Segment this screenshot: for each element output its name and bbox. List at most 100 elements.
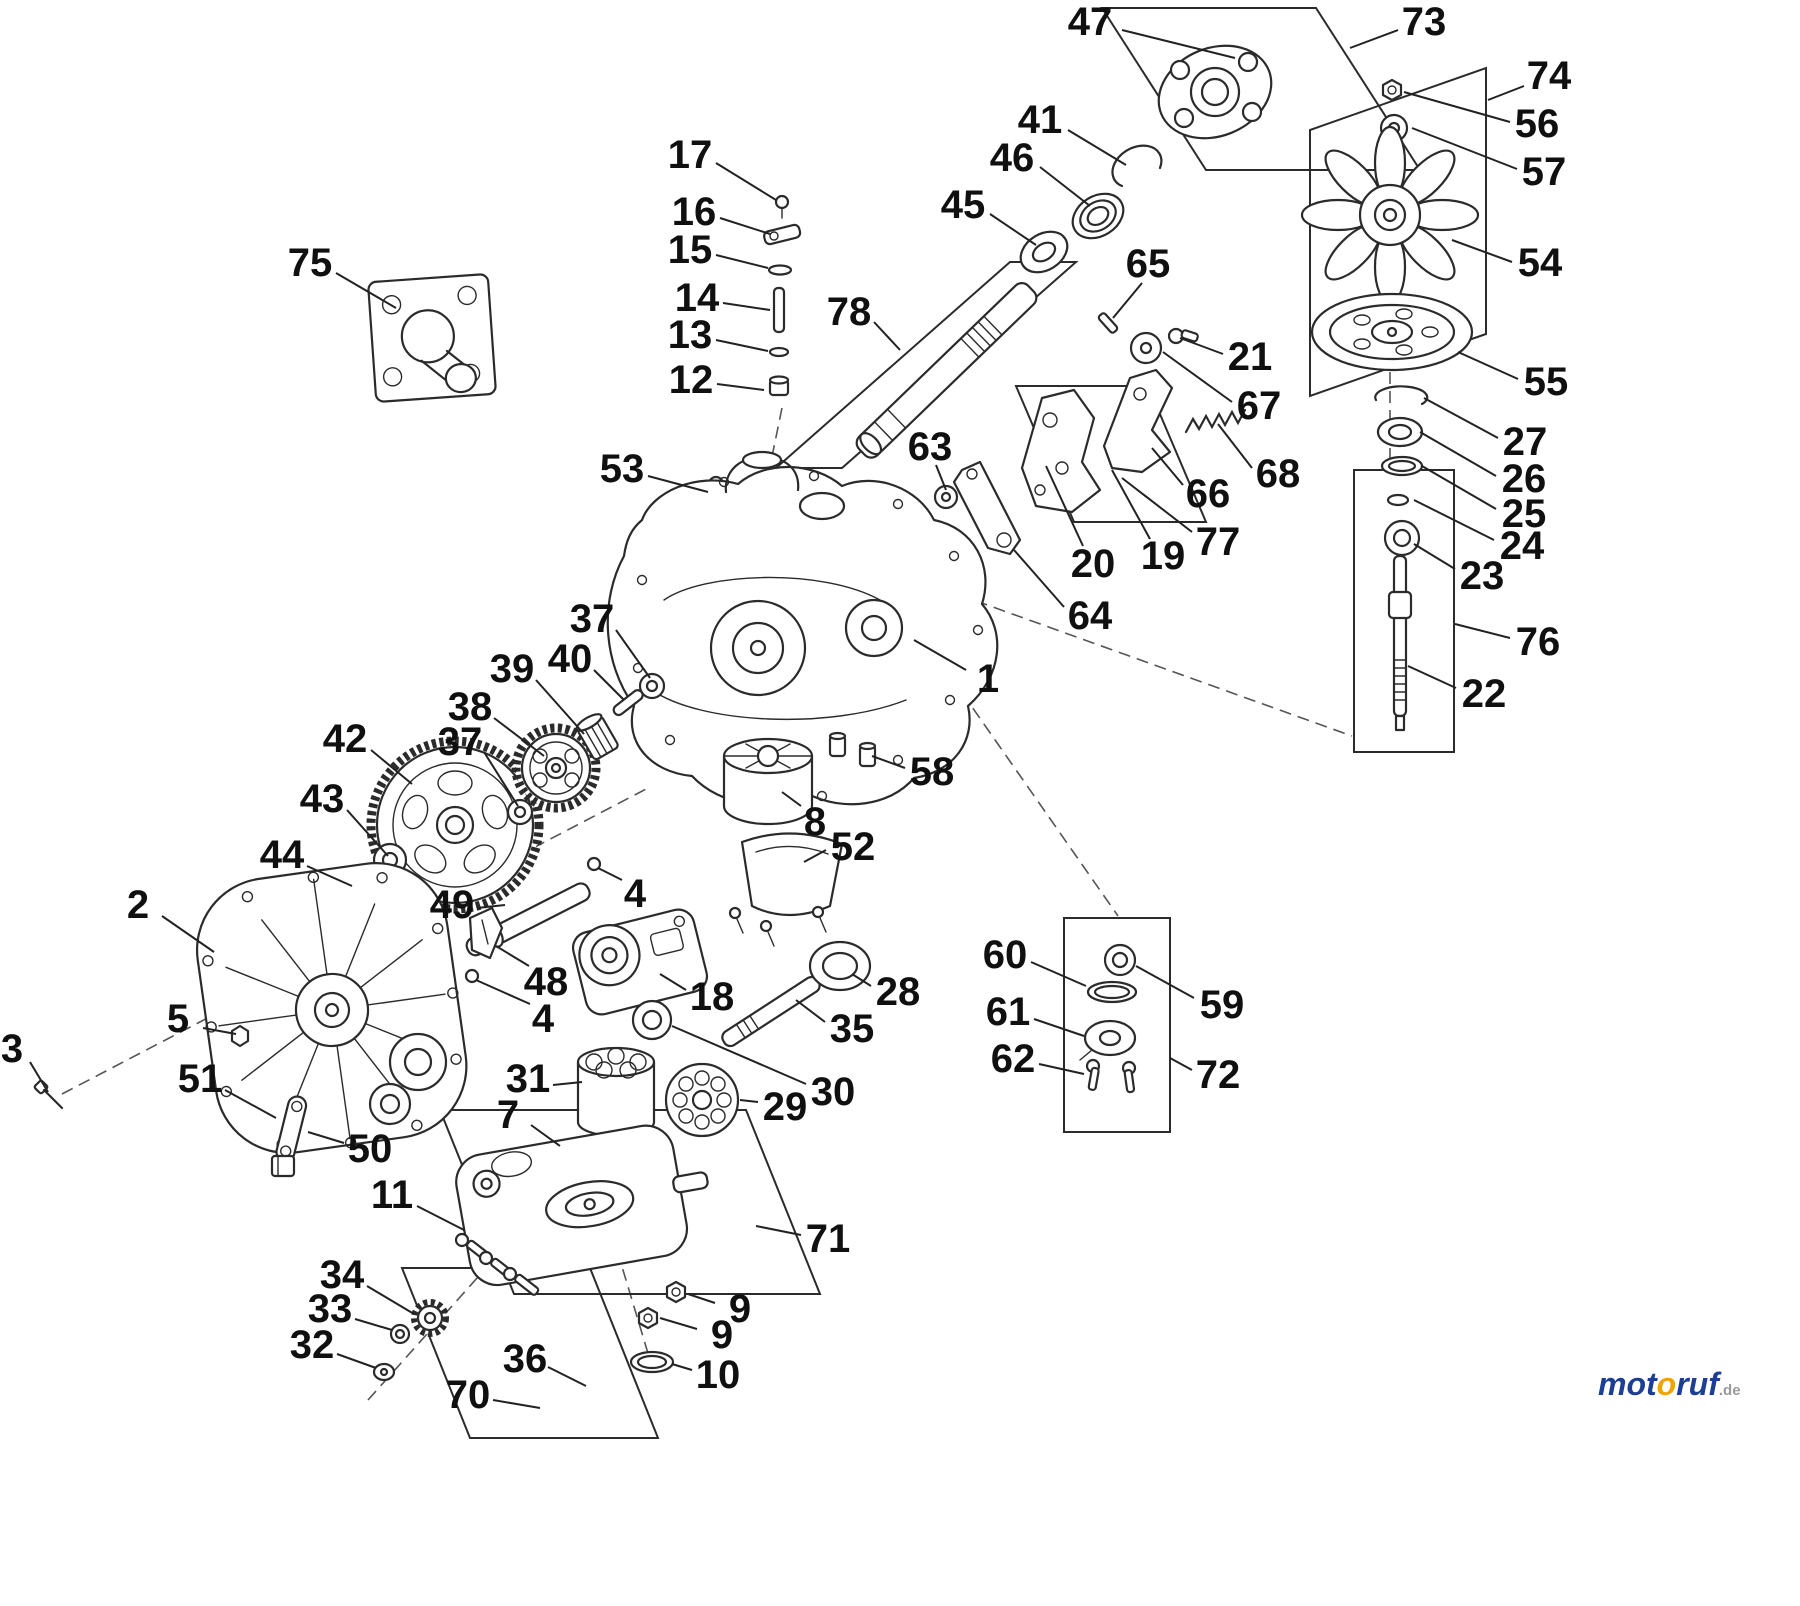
callout-47: 47 [1068, 0, 1113, 44]
callout-71: 71 [806, 1217, 851, 1261]
leader-line-9 [687, 1293, 716, 1304]
leader-line-59 [1135, 965, 1195, 999]
bypass-assembly-drawing [1079, 943, 1138, 1094]
main-housing-drawing [606, 450, 999, 806]
leader-line-10 [671, 1363, 693, 1371]
leader-line-52 [803, 849, 827, 863]
leader-line-16 [719, 217, 771, 235]
cylinder-block-drawing [576, 1046, 740, 1138]
leader-line-19 [1111, 469, 1151, 540]
callout-66: 66 [1186, 472, 1231, 516]
leader-line-36 [547, 1366, 587, 1387]
leader-line-76 [1454, 623, 1511, 639]
leader-line-45 [989, 213, 1037, 246]
callout-25: 25 [1502, 492, 1547, 536]
leader-line-50 [307, 1131, 345, 1144]
callout-4: 4 [624, 872, 647, 916]
callout-17: 17 [668, 133, 713, 177]
leader-line-20 [1045, 465, 1084, 547]
leader-line-2 [161, 915, 215, 953]
leader-line-23 [1413, 543, 1456, 570]
callout-33: 33 [308, 1287, 353, 1331]
leader-line-11 [416, 1205, 465, 1231]
callout-5: 5 [167, 997, 189, 1041]
leader-line-34 [366, 1285, 415, 1315]
leader-line-54 [1451, 239, 1513, 263]
small-parts-stack-drawing [763, 194, 802, 397]
callout-65: 65 [1126, 242, 1171, 286]
leader-line-24 [1413, 499, 1495, 541]
callout-68: 68 [1256, 452, 1301, 496]
logo-text-2: ruf [1676, 1366, 1719, 1402]
leader-line-60 [1030, 961, 1087, 987]
callout-40: 40 [548, 637, 593, 681]
leader-line-56 [1403, 91, 1511, 123]
leader-line-73 [1349, 29, 1399, 49]
callout-20: 20 [1071, 542, 1116, 586]
callout-37: 37 [438, 720, 483, 764]
leader-line-13 [715, 339, 769, 352]
leader-line-61 [1033, 1018, 1085, 1037]
leader-line-27 [1423, 397, 1499, 439]
leader-line-47 [1121, 29, 1236, 59]
callout-22: 22 [1462, 672, 1507, 716]
mount-bracket-drawing [367, 273, 497, 403]
leader-line-55 [1457, 351, 1519, 380]
leader-line-57 [1411, 127, 1518, 170]
callout-41: 41 [1018, 98, 1063, 142]
callout-74: 74 [1527, 54, 1572, 98]
leader-line-22 [1407, 665, 1457, 689]
input-shaft-drawing [855, 282, 1038, 459]
callout-28: 28 [876, 970, 921, 1014]
leader-line-12 [716, 383, 765, 391]
callout-59: 59 [1200, 983, 1245, 1027]
leader-line-72 [1169, 1057, 1193, 1071]
callout-75: 75 [288, 241, 333, 285]
leader-line-51 [224, 1089, 277, 1119]
brake-bracket-drawing [1020, 327, 1247, 514]
callout-73: 73 [1402, 0, 1447, 44]
leader-line-14 [722, 302, 771, 311]
axle-shaft-drawing [1387, 554, 1413, 732]
logo-text-o: o [1656, 1366, 1677, 1402]
leader-line-29 [739, 1099, 759, 1103]
frame-72 [1063, 917, 1171, 1133]
callout-13: 13 [668, 313, 713, 357]
callout-55: 55 [1524, 360, 1569, 404]
callout-23: 23 [1460, 554, 1505, 598]
callout-21: 21 [1228, 335, 1273, 379]
fan-drawing [1300, 125, 1480, 305]
callout-1: 1 [977, 657, 999, 701]
leader-line-7 [530, 1124, 561, 1147]
callout-42: 42 [323, 717, 368, 761]
center-section-drawing [571, 908, 709, 1041]
leader-line-8 [781, 791, 802, 807]
callout-67: 67 [1237, 384, 1282, 428]
leader-line-74 [1487, 85, 1525, 101]
motoruf-logo[interactable]: motoruf.de [1598, 1366, 1741, 1403]
motor-shaft-drawing [721, 940, 872, 1048]
callout-51: 51 [178, 1057, 223, 1101]
callout-2: 2 [127, 883, 149, 927]
leader-line-25 [1421, 465, 1497, 510]
callout-78: 78 [827, 290, 872, 334]
leader-line-26 [1419, 431, 1497, 477]
leader-line-4 [597, 867, 623, 881]
leader-line-18 [659, 973, 687, 991]
callout-3: 3 [1, 1027, 23, 1071]
leader-line-5 [202, 1027, 237, 1035]
callout-53: 53 [600, 447, 645, 491]
leader-line-70 [492, 1399, 541, 1409]
leader-line-64 [1013, 549, 1065, 608]
leader-line-63 [935, 464, 947, 491]
leader-line-66 [1151, 447, 1184, 486]
leader-line-40 [593, 669, 625, 701]
callout-39: 39 [490, 647, 535, 691]
leader-line-68 [1217, 423, 1253, 469]
leader-line-58 [871, 755, 906, 769]
callout-19: 19 [1141, 534, 1186, 578]
leader-line-78 [873, 321, 901, 351]
